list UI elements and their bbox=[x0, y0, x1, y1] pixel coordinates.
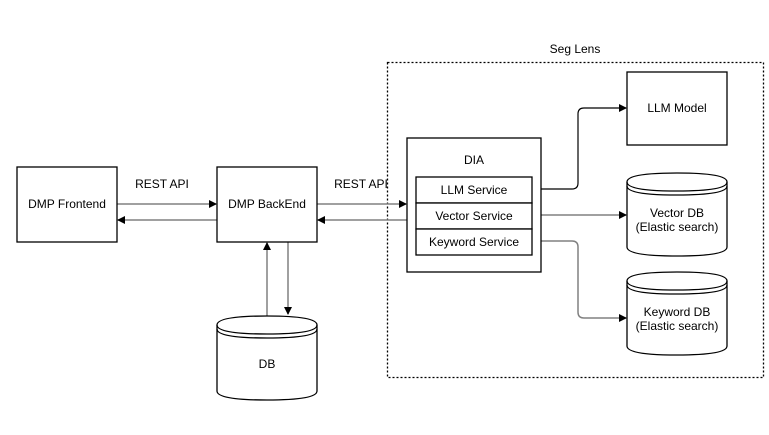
keyword-service-box bbox=[415, 228, 533, 256]
db-label: DB bbox=[259, 357, 276, 371]
keyword-service-label: Keyword Service bbox=[429, 235, 519, 249]
vector-service-label: Vector Service bbox=[435, 209, 513, 223]
keyword-db-label-line1: Keyword DB bbox=[644, 305, 711, 319]
dmp-backend-label: DMP BackEnd bbox=[228, 197, 306, 211]
vector-db-cylinder bbox=[626, 172, 728, 257]
dia-label: DIA bbox=[464, 153, 484, 167]
edge-keyword-service-to-keyword-db bbox=[532, 240, 627, 322]
db-cylinder bbox=[216, 315, 318, 401]
edge-label-rest-api-2: REST API bbox=[334, 177, 388, 191]
dmp-frontend-label: DMP Frontend bbox=[28, 197, 106, 211]
edge-llm-service-to-llm-model bbox=[532, 104, 627, 190]
llm-model-box bbox=[626, 71, 728, 146]
dmp-backend-box bbox=[216, 166, 318, 243]
keyword-db-label-line2: (Elastic search) bbox=[636, 319, 719, 333]
dmp-frontend-box bbox=[16, 166, 118, 243]
llm-model-label: LLM Model bbox=[647, 101, 706, 115]
llm-service-label: LLM Service bbox=[441, 183, 508, 197]
seg-lens-label: Seg Lens bbox=[550, 42, 601, 56]
llm-service-box bbox=[415, 176, 533, 204]
vector-db-label-line2: (Elastic search) bbox=[636, 220, 719, 234]
edge-label-rest-api-1: REST API bbox=[135, 177, 189, 191]
vector-service-box bbox=[415, 202, 533, 230]
keyword-db-cylinder bbox=[626, 271, 728, 356]
vector-db-label-line1: Vector DB bbox=[650, 206, 704, 220]
